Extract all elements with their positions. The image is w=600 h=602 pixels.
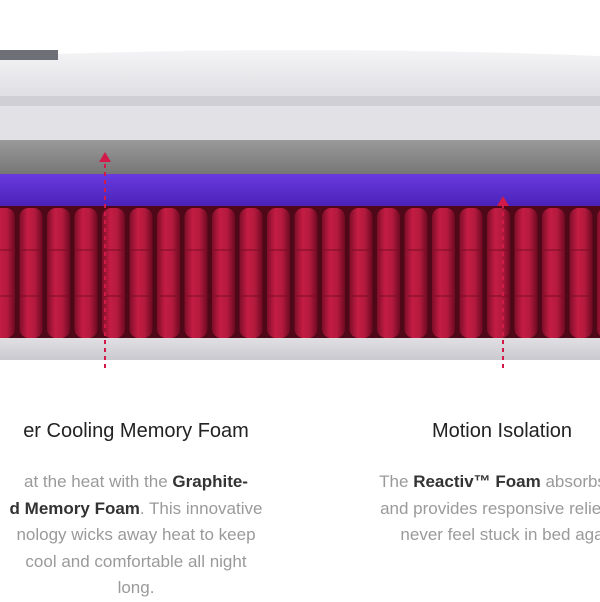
coil — [74, 208, 98, 338]
coil — [569, 208, 593, 338]
graphite-foam-title: er Cooling Memory Foam — [23, 420, 249, 442]
coil — [487, 208, 510, 338]
coil — [129, 208, 153, 338]
coil — [432, 208, 455, 338]
desc-line: and provides responsive relief, s — [380, 498, 600, 518]
desc-line: at the heat with the Graphite- — [24, 472, 248, 491]
motion-isolation-description: The Reactiv™ Foam absorbs m and provides… — [302, 469, 600, 549]
coil — [102, 208, 125, 338]
coil — [349, 208, 373, 338]
coil — [267, 208, 290, 338]
coil — [404, 208, 428, 338]
cover-layer — [0, 50, 600, 140]
coil — [212, 208, 235, 338]
desc-line: long. — [117, 578, 155, 597]
coil — [322, 208, 345, 338]
coil — [19, 208, 43, 338]
motion-isolation-caption: Motion Isolation The Reactiv™ Foam absor… — [302, 420, 600, 549]
coil — [157, 208, 180, 338]
motion-isolation-title: Motion Isolation — [431, 420, 573, 442]
coil — [0, 208, 15, 338]
desc-line: cool and comfortable all night — [25, 551, 247, 571]
coil — [377, 208, 400, 338]
reactiv-foam-layer — [0, 174, 600, 206]
coil — [239, 208, 263, 338]
coil — [597, 210, 600, 336]
coil — [184, 208, 208, 338]
graphite-foam-caption: er Cooling Memory Foam at the heat with … — [0, 420, 336, 602]
coil — [514, 208, 538, 338]
coil — [459, 208, 483, 338]
desc-line: d Memory Foam. This innovative — [9, 498, 263, 518]
desc-line: nology wicks away heat to keep — [16, 525, 256, 544]
pocketed-coils — [0, 208, 600, 338]
graphite-arrow — [99, 152, 111, 370]
graphite-foam-layer — [0, 140, 600, 174]
base-layer — [0, 338, 600, 360]
coil — [47, 208, 70, 338]
graphite-foam-description: at the heat with the Graphite- d Memory … — [0, 469, 336, 602]
mattress-cross-section — [0, 50, 600, 370]
coil — [542, 208, 565, 338]
desc-line: The Reactiv™ Foam absorbs m — [379, 472, 600, 491]
reactiv-arrow — [497, 196, 509, 370]
desc-line: never feel stuck in bed aga — [400, 525, 600, 544]
coil — [294, 208, 318, 338]
